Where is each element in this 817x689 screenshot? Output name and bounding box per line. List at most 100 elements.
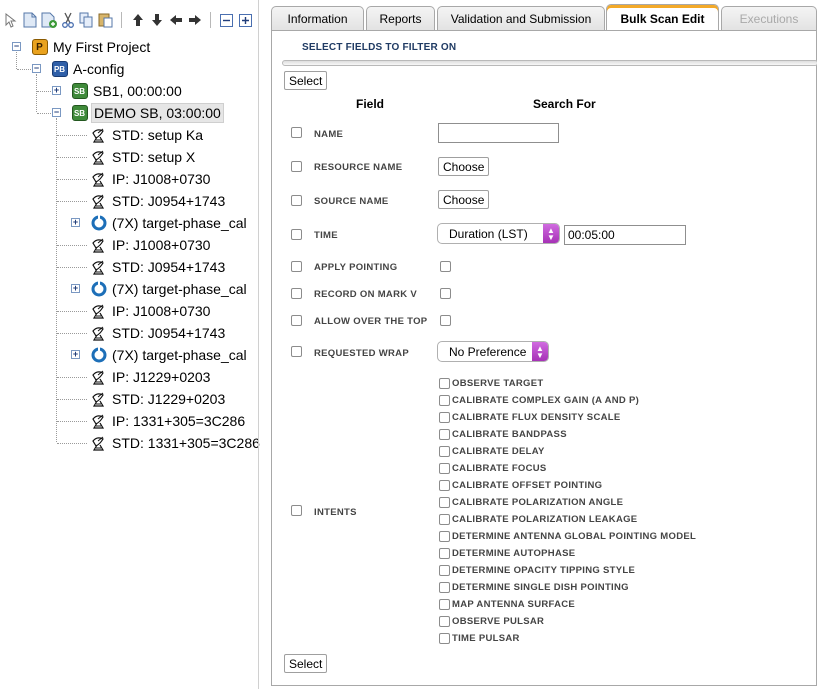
intent-checkbox[interactable] (439, 632, 450, 644)
paste-icon[interactable] (97, 11, 114, 29)
tree-node-scan[interactable]: STD: J1229+0203 (90, 388, 227, 410)
intent-option[interactable]: OBSERVE TARGET (439, 376, 543, 390)
intent-checkbox[interactable] (439, 530, 450, 542)
tree-node-scan[interactable]: STD: setup Ka (90, 124, 205, 146)
select-button-top[interactable]: Select (284, 71, 328, 90)
intent-checkbox[interactable] (439, 479, 450, 491)
intent-option[interactable]: CALIBRATE POLARIZATION ANGLE (439, 495, 623, 509)
intent-option[interactable]: CALIBRATE FOCUS (439, 461, 547, 475)
name-input[interactable] (438, 123, 559, 143)
intent-option[interactable]: CALIBRATE DELAY (439, 444, 545, 458)
tree-node-scan[interactable]: (7X) target-phase_cal (90, 344, 249, 366)
tree-node-demo-sb[interactable]: SB DEMO SB, 03:00:00 (71, 102, 224, 124)
tree-node-scan[interactable]: STD: J0954+1743 (90, 322, 227, 344)
intent-checkbox[interactable] (439, 564, 450, 576)
collapse-config-toggle[interactable]: − (32, 63, 41, 73)
tree-node-scan[interactable]: STD: J0954+1743 (90, 256, 227, 278)
time-mode-select[interactable]: Duration (LST) ▲▼ (437, 223, 560, 244)
time-filter-checkbox[interactable] (291, 229, 302, 240)
intent-label: CALIBRATE OFFSET POINTING (452, 479, 603, 491)
tree-node-project[interactable]: P My First Project (31, 36, 152, 58)
copy-icon[interactable] (78, 11, 95, 29)
intent-checkbox[interactable] (439, 411, 450, 423)
expand-sb1-toggle[interactable]: + (52, 85, 61, 95)
requested-wrap-select[interactable]: No Preference ▲▼ (437, 341, 549, 362)
tree-node-scan[interactable]: STD: setup X (90, 146, 197, 168)
choose-resource-button[interactable]: Choose (438, 157, 490, 176)
tree-node-config[interactable]: PB A-config (51, 58, 126, 80)
config-icon: PB (51, 61, 68, 78)
tab-bulk-scan-edit[interactable]: Bulk Scan Edit (606, 4, 719, 32)
collapse-demo-sb-toggle[interactable]: − (52, 107, 61, 117)
move-up-icon[interactable] (129, 11, 146, 29)
expand-all-icon[interactable] (237, 11, 254, 29)
tree-node-scan[interactable]: IP: J1008+0730 (90, 300, 212, 322)
allow-over-top-value-checkbox[interactable] (440, 315, 451, 326)
tree-node-scan[interactable]: IP: 1331+305=3C286 (90, 410, 247, 432)
tree-node-scan[interactable]: IP: J1229+0203 (90, 366, 212, 388)
expand-loop-toggle[interactable]: + (71, 349, 80, 359)
tree-node-sb1[interactable]: SB SB1, 00:00:00 (71, 80, 184, 102)
intent-option[interactable]: CALIBRATE BANDPASS (439, 427, 567, 441)
intents-filter-checkbox[interactable] (291, 505, 302, 516)
intent-checkbox[interactable] (439, 394, 450, 406)
intent-checkbox[interactable] (439, 462, 450, 474)
intent-option[interactable]: DETERMINE AUTOPHASE (439, 546, 575, 560)
tree-node-scan[interactable]: (7X) target-phase_cal (90, 212, 249, 234)
move-left-icon[interactable] (167, 11, 184, 29)
intent-checkbox[interactable] (439, 598, 450, 610)
move-down-icon[interactable] (148, 11, 165, 29)
choose-source-button[interactable]: Choose (438, 190, 490, 209)
tree-node-scan[interactable]: IP: J1008+0730 (90, 168, 212, 190)
new-document-add-icon[interactable] (40, 11, 57, 29)
pointer-icon[interactable] (2, 11, 19, 29)
requested-wrap-filter-checkbox[interactable] (291, 346, 302, 357)
intent-option[interactable]: DETERMINE ANTENNA GLOBAL POINTING MODEL (439, 529, 696, 543)
tab-information[interactable]: Information (271, 6, 364, 31)
intent-option[interactable]: CALIBRATE POLARIZATION LEAKAGE (439, 512, 637, 526)
pane-divider[interactable] (258, 0, 259, 689)
tab-validation-and-submission[interactable]: Validation and Submission (437, 6, 605, 31)
apply-pointing-value-checkbox[interactable] (440, 261, 451, 272)
expand-loop-toggle[interactable]: + (71, 283, 80, 293)
record-mark-v-value-checkbox[interactable] (440, 288, 451, 299)
intent-checkbox[interactable] (439, 513, 450, 525)
intent-option[interactable]: OBSERVE PULSAR (439, 614, 544, 628)
record-mark-v-filter-checkbox[interactable] (291, 288, 302, 299)
tree-node-scan[interactable]: (7X) target-phase_cal (90, 278, 249, 300)
expand-loop-toggle[interactable]: + (71, 217, 80, 227)
intent-option[interactable]: TIME PULSAR (439, 631, 520, 645)
name-filter-checkbox[interactable] (291, 127, 302, 138)
tree-node-scan[interactable]: IP: J1008+0730 (90, 234, 212, 256)
collapse-all-icon[interactable] (218, 11, 235, 29)
allow-over-top-filter-checkbox[interactable] (291, 315, 302, 326)
intent-checkbox[interactable] (439, 496, 450, 508)
intent-checkbox[interactable] (439, 615, 450, 627)
tree-node-scan[interactable]: STD: J0954+1743 (90, 190, 227, 212)
new-document-icon[interactable] (21, 11, 38, 29)
intent-option[interactable]: MAP ANTENNA SURFACE (439, 597, 575, 611)
intent-checkbox[interactable] (439, 428, 450, 440)
select-button-bottom[interactable]: Select (284, 654, 328, 673)
apply-pointing-filter-checkbox[interactable] (291, 261, 302, 272)
move-right-icon[interactable] (186, 11, 203, 29)
cut-icon[interactable] (59, 11, 76, 29)
requested-wrap-label: REQUESTED WRAP (314, 348, 409, 359)
intent-option[interactable]: DETERMINE OPACITY TIPPING STYLE (439, 563, 635, 577)
intent-label: DETERMINE ANTENNA GLOBAL POINTING MODEL (452, 530, 697, 542)
source-name-filter-checkbox[interactable] (291, 195, 302, 206)
intent-option[interactable]: CALIBRATE FLUX DENSITY SCALE (439, 410, 621, 424)
time-value-input[interactable] (564, 225, 686, 245)
intent-option[interactable]: CALIBRATE COMPLEX GAIN (A AND P) (439, 393, 639, 407)
intent-option[interactable]: CALIBRATE OFFSET POINTING (439, 478, 602, 492)
resource-name-filter-checkbox[interactable] (291, 161, 302, 172)
tree-node-scan[interactable]: STD: 1331+305=3C286 (90, 432, 262, 454)
intent-checkbox[interactable] (439, 445, 450, 457)
intent-option[interactable]: DETERMINE SINGLE DISH POINTING (439, 580, 629, 594)
tab-reports[interactable]: Reports (366, 6, 435, 31)
tree-node-label: My First Project (53, 39, 151, 55)
intent-checkbox[interactable] (439, 547, 450, 559)
collapse-project-toggle[interactable]: − (12, 41, 21, 51)
intent-checkbox[interactable] (439, 377, 450, 389)
intent-checkbox[interactable] (439, 581, 450, 593)
